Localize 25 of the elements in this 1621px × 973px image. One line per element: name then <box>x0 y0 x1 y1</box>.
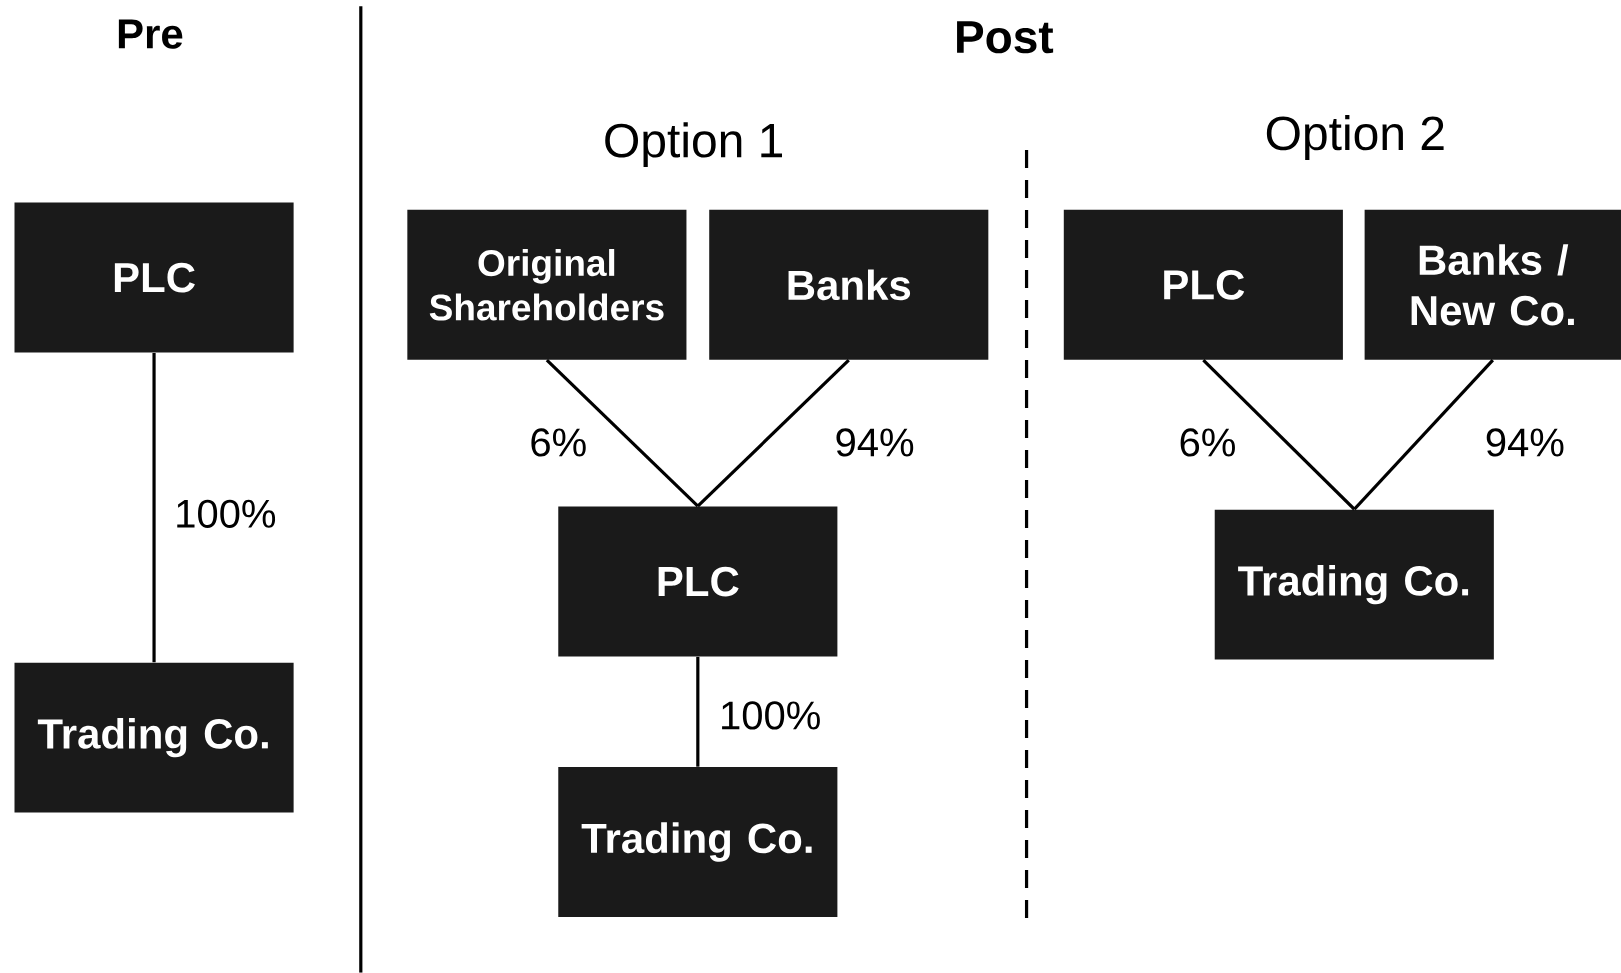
entity-box: Trading Co. <box>558 767 838 918</box>
option-heading: Option 1 <box>605 122 782 168</box>
ownership-line <box>1353 359 1494 511</box>
entity-box: PLC <box>558 506 838 657</box>
entity-box: Banks / New Co. <box>1364 210 1621 360</box>
ownership-line <box>545 359 699 508</box>
section-heading: Post <box>957 21 1054 54</box>
entity-box: Trading Co. <box>1214 509 1494 660</box>
entity-box: Original Shareholders <box>407 210 687 360</box>
edge-label: 100% <box>722 701 820 730</box>
ownership-line <box>152 353 156 663</box>
edge-label: 6% <box>531 428 586 457</box>
ownership-line <box>1202 359 1356 511</box>
entity-box: Banks <box>709 210 989 360</box>
option-heading: Option 2 <box>1266 115 1444 160</box>
edge-label: 100% <box>177 499 276 529</box>
entity-box: PLC <box>14 202 294 353</box>
edge-label: 94% <box>1486 428 1564 457</box>
ownership-line <box>696 359 850 508</box>
entity-box: Trading Co. <box>14 662 294 813</box>
edge-label: 6% <box>1180 428 1235 457</box>
entity-box: PLC <box>1063 210 1343 360</box>
section-heading: Pre <box>118 19 183 49</box>
ownership-line <box>696 657 700 767</box>
edge-label: 94% <box>836 428 914 457</box>
